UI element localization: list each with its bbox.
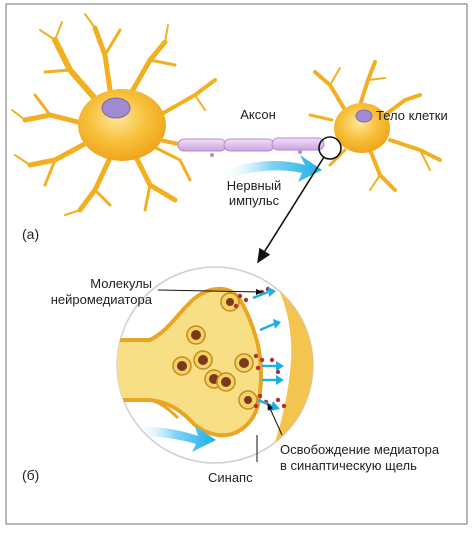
synapse-closeup xyxy=(116,266,314,464)
postsynaptic-membrane xyxy=(262,267,313,463)
molecules-leader xyxy=(157,288,263,295)
neuron-left-nucleus xyxy=(101,97,131,119)
axon-label: Аксон xyxy=(240,107,276,122)
vesicle xyxy=(186,325,206,345)
release-label-line2: в синаптическую щель xyxy=(280,458,417,473)
zoom-arrow xyxy=(257,156,325,264)
nerve-impulse-arrow xyxy=(220,155,322,182)
vesicle xyxy=(193,350,213,370)
release-label-line1: Освобождение медиатора xyxy=(280,442,440,457)
vesicle xyxy=(172,356,192,376)
terminal-impulse-arrow xyxy=(135,426,216,452)
zoom-circle xyxy=(318,136,342,160)
neuron-right-soma xyxy=(334,103,390,153)
neuron-right-nucleus xyxy=(355,109,373,123)
neuron-right-dendrites xyxy=(308,60,442,192)
cell-body-label: Тело клетки xyxy=(376,108,448,123)
molecules-label-line2: нейромедиатора xyxy=(50,292,152,307)
part-b-label: (б) xyxy=(22,467,40,483)
axon xyxy=(159,137,325,157)
release-leader xyxy=(267,403,283,436)
part-a-label: (а) xyxy=(22,226,40,242)
fusing-vesicle xyxy=(220,292,240,312)
impulse-label-line1: Нервный xyxy=(226,178,282,193)
neuron-left-dendrites xyxy=(11,13,217,216)
impulse-label-line2: импульс xyxy=(228,193,280,208)
vesicle xyxy=(216,372,236,392)
vesicle xyxy=(234,353,254,373)
molecules-label-line1: Молекулы xyxy=(90,276,152,291)
release-arrows xyxy=(252,287,284,411)
vesicles xyxy=(172,292,258,410)
fusing-vesicle xyxy=(238,390,258,410)
neuron-left-soma xyxy=(78,89,166,161)
synapse-label: Синапс xyxy=(208,470,253,485)
